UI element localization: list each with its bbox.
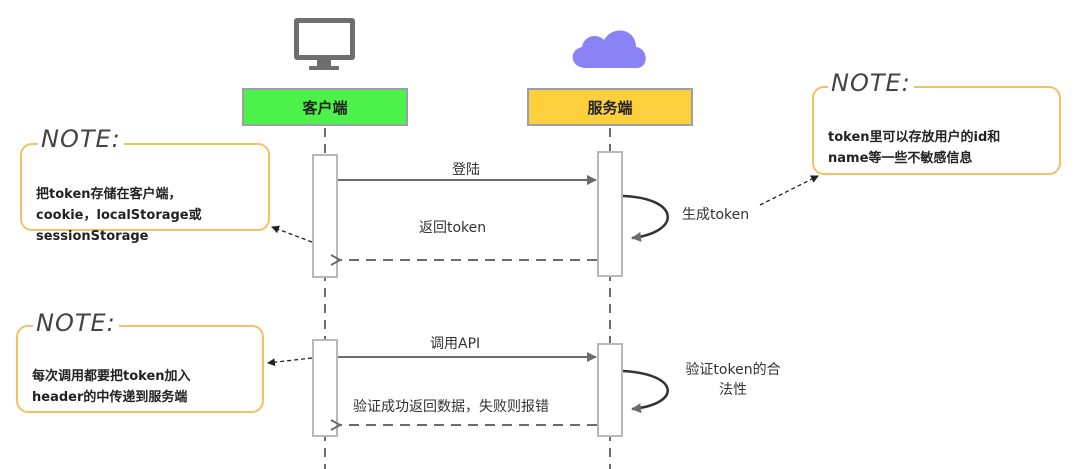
note-left-bottom: 每次调用都要把token加入 header的中传递到服务端: [16, 325, 264, 413]
server-activation-2: [597, 343, 623, 437]
note-left-top: 把token存储在客户端， cookie，localStorage或 sessi…: [20, 143, 270, 244]
verify-token-loop: [622, 369, 669, 414]
note-right-top-text: token里可以存放用户的id和 name等一些不敏感信息: [828, 130, 1001, 166]
client-label: 客户端: [302, 98, 348, 117]
note-left-top-text: 把token存储在客户端， cookie，localStorage或 sessi…: [36, 187, 202, 244]
generate-token-loop: [622, 194, 669, 242]
note-left-bottom-title: NOTE:: [33, 310, 119, 336]
note-left-top-title: NOTE:: [38, 126, 124, 152]
server-label: 服务端: [587, 98, 633, 117]
note-left-bottom-connector: [267, 357, 313, 367]
note-right-top-title: NOTE:: [828, 70, 914, 96]
cloud-icon: [572, 30, 646, 68]
monitor-icon: [294, 18, 355, 70]
server-activation-1: [597, 151, 623, 277]
client-header: 客户端: [242, 88, 408, 126]
client-activation-1: [312, 154, 338, 278]
verify-token-label: 验证token的合 法性: [685, 362, 781, 398]
generate-token-label: 生成token: [682, 207, 750, 223]
server-header: 服务端: [527, 88, 693, 126]
verify-result-label: 验证成功返回数据，失败则报错: [353, 399, 549, 415]
return-token-label: 返回token: [419, 220, 487, 236]
call-api-label: 调用API: [430, 336, 481, 352]
note-left-top-connector: [271, 225, 313, 243]
note-right-top: token里可以存放用户的id和 name等一些不敏感信息: [812, 86, 1061, 175]
note-right-top-connector: [759, 175, 819, 206]
login-label: 登陆: [452, 162, 480, 178]
note-left-bottom-text: 每次调用都要把token加入 header的中传递到服务端: [32, 369, 191, 405]
client-activation-2: [312, 339, 338, 437]
